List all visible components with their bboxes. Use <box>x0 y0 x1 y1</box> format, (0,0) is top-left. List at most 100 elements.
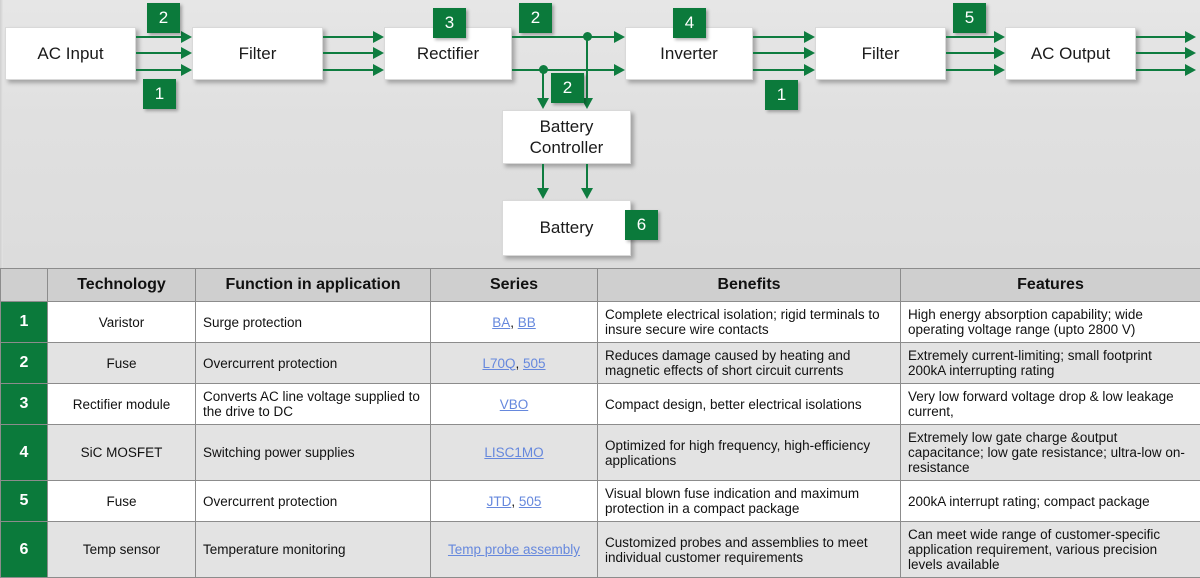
series-link[interactable]: LISC1MO <box>484 445 543 460</box>
arrowhead-filter-acoutput-3 <box>994 64 1005 76</box>
arrowhead-acinput-filter-2 <box>181 47 192 59</box>
cell-features: Extremely low gate charge &output capaci… <box>901 425 1200 481</box>
cell-benefits: Compact design, better electrical isolat… <box>598 384 901 425</box>
cell-features: High energy absorption capability; wide … <box>901 302 1200 343</box>
node-battery-controller[interactable]: Battery Controller <box>502 110 631 164</box>
connector-filter-rectifier-3 <box>323 69 373 71</box>
series-link[interactable]: L70Q <box>482 356 515 371</box>
cell-series: L70Q, 505 <box>431 343 598 384</box>
series-separator: , <box>511 494 519 509</box>
connector-dcbus-to-controller-right <box>586 36 588 98</box>
series-link[interactable]: BB <box>518 315 536 330</box>
node-ac-output[interactable]: AC Output <box>1005 27 1136 80</box>
cell-features: Extremely current-limiting; small footpr… <box>901 343 1200 384</box>
connector-filter-acoutput-1 <box>946 36 994 38</box>
cell-function: Overcurrent protection <box>196 343 431 384</box>
series-link[interactable]: 505 <box>519 494 542 509</box>
cell-benefits: Optimized for high frequency, high-effic… <box>598 425 901 481</box>
connector-acoutput-load-3 <box>1136 69 1185 71</box>
row-number-badge: 4 <box>1 425 48 481</box>
node-ac-input[interactable]: AC Input <box>5 27 136 80</box>
badge-inverter[interactable]: 4 <box>673 8 706 38</box>
connector-controller-battery-right <box>586 164 588 188</box>
column-header-benefits: Benefits <box>598 269 901 302</box>
cell-benefits: Reduces damage caused by heating and mag… <box>598 343 901 384</box>
column-header-features: Features <box>901 269 1200 302</box>
arrowhead-filter-acoutput-1 <box>994 31 1005 43</box>
node-battery[interactable]: Battery <box>502 200 631 256</box>
arrowhead-filter-rectifier-1 <box>373 31 384 43</box>
badge-inverter-out[interactable]: 1 <box>765 80 798 110</box>
cell-technology: Fuse <box>48 343 196 384</box>
cell-technology: Temp sensor <box>48 522 196 578</box>
badge-ac-input-top[interactable]: 2 <box>147 3 180 33</box>
badge-ac-output[interactable]: 5 <box>953 3 986 33</box>
cell-features: Very low forward voltage drop & low leak… <box>901 384 1200 425</box>
badge-dc-bus[interactable]: 2 <box>519 3 552 33</box>
cell-technology: Rectifier module <box>48 384 196 425</box>
row-number-badge: 2 <box>1 343 48 384</box>
connector-inverter-filter-3 <box>753 69 804 71</box>
cell-series: JTD, 505 <box>431 481 598 522</box>
junction-dot-dcbus-positive <box>583 32 592 41</box>
series-link[interactable]: BA <box>492 315 510 330</box>
connector-rectifier-inverter-bottom <box>512 69 615 71</box>
badge-rectifier[interactable]: 3 <box>433 8 466 38</box>
cell-benefits: Complete electrical isolation; rigid ter… <box>598 302 901 343</box>
series-separator: , <box>510 315 518 330</box>
cell-benefits: Visual blown fuse indication and maximum… <box>598 481 901 522</box>
connector-inverter-filter-1 <box>753 36 804 38</box>
connector-acinput-filter-3 <box>136 69 181 71</box>
arrowhead-controller-battery-right <box>581 188 593 199</box>
cell-series: BA, BB <box>431 302 598 343</box>
arrowhead-dcbus-to-controller-left <box>537 98 549 109</box>
junction-dot-dcbus-negative <box>539 65 548 74</box>
badge-battery-controller[interactable]: 2 <box>551 73 584 103</box>
column-header-series: Series <box>431 269 598 302</box>
block-diagram: AC Input Filter Rectifier Inverter Filte… <box>0 0 1200 268</box>
series-link[interactable]: VBO <box>500 397 529 412</box>
cell-function: Surge protection <box>196 302 431 343</box>
cell-technology: SiC MOSFET <box>48 425 196 481</box>
table-header: Technology Function in application Serie… <box>1 269 1200 302</box>
series-link[interactable]: 505 <box>523 356 546 371</box>
cell-technology: Fuse <box>48 481 196 522</box>
arrowhead-rectifier-inverter-bottom <box>614 64 625 76</box>
connector-filter-rectifier-2 <box>323 52 373 54</box>
connector-filter-acoutput-3 <box>946 69 994 71</box>
cell-function: Converts AC line voltage supplied to the… <box>196 384 431 425</box>
node-filter-input[interactable]: Filter <box>192 27 323 80</box>
cell-function: Overcurrent protection <box>196 481 431 522</box>
arrowhead-filter-acoutput-2 <box>994 47 1005 59</box>
cell-features: Can meet wide range of customer-specific… <box>901 522 1200 578</box>
row-number-badge: 1 <box>1 302 48 343</box>
arrowhead-filter-rectifier-2 <box>373 47 384 59</box>
connector-controller-battery-left <box>542 164 544 188</box>
node-filter-output[interactable]: Filter <box>815 27 946 80</box>
connector-filter-rectifier-1 <box>323 36 373 38</box>
connector-inverter-filter-2 <box>753 52 804 54</box>
arrowhead-inverter-filter-2 <box>804 47 815 59</box>
cell-series: Temp probe assembly <box>431 522 598 578</box>
column-header-technology: Technology <box>48 269 196 302</box>
series-separator: , <box>515 356 523 371</box>
cell-series: LISC1MO <box>431 425 598 481</box>
badge-battery[interactable]: 6 <box>625 210 658 240</box>
arrowhead-acinput-filter-3 <box>181 64 192 76</box>
arrowhead-inverter-filter-3 <box>804 64 815 76</box>
series-link[interactable]: JTD <box>487 494 512 509</box>
cell-function: Switching power supplies <box>196 425 431 481</box>
row-number-badge: 5 <box>1 481 48 522</box>
connector-filter-acoutput-2 <box>946 52 994 54</box>
badge-ac-input-bottom[interactable]: 1 <box>143 79 176 109</box>
row-number-badge: 3 <box>1 384 48 425</box>
cell-benefits: Customized probes and assemblies to meet… <box>598 522 901 578</box>
table-header-row: Technology Function in application Serie… <box>1 269 1200 302</box>
